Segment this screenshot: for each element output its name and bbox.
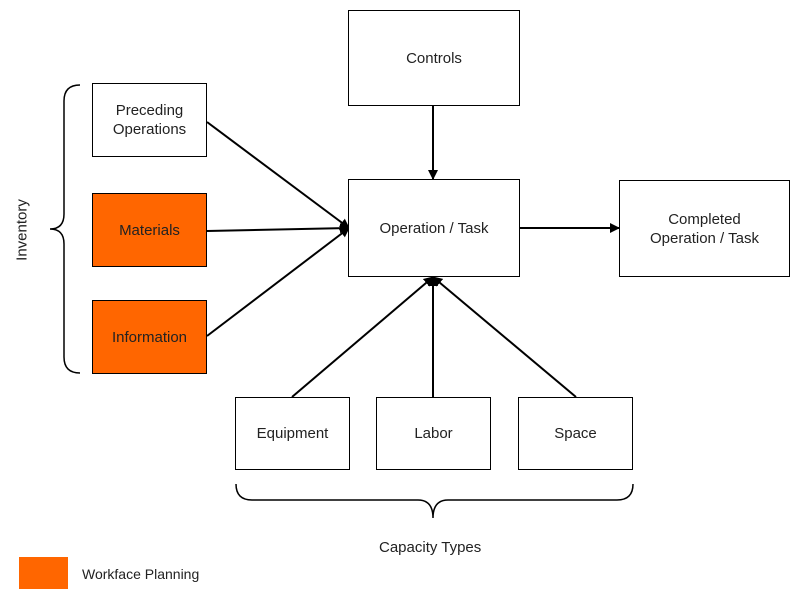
labor-label: Labor (414, 425, 453, 442)
operation-task-label: Operation / Task (379, 219, 489, 237)
legend-swatch-workforce-planning (19, 557, 68, 589)
completed-operation-label: Completed Operation / Task (650, 210, 759, 247)
equipment-box: Equipment (235, 397, 350, 470)
space-box: Space (518, 397, 633, 470)
labor-box: Labor (376, 397, 491, 470)
capacity-brace (235, 483, 634, 519)
equipment-label: Equipment (256, 425, 329, 442)
information-box: Information (92, 300, 207, 374)
arrow-materials-to-operation (206, 223, 350, 234)
arrow-information-to-operation (206, 227, 350, 337)
capacity-types-label: Capacity Types (379, 539, 482, 556)
materials-box: Materials (92, 193, 207, 267)
inventory-brace (49, 84, 81, 374)
controls-box: Controls (348, 10, 520, 106)
space-label: Space (554, 425, 597, 442)
materials-label: Materials (119, 221, 180, 239)
completed-operation-box: Completed Operation / Task (619, 180, 790, 277)
arrow-equipment-to-operation (291, 276, 434, 398)
inventory-group-label: Inventory (13, 199, 31, 261)
arrow-preceding-to-operation (206, 121, 350, 229)
preceding-operations-box: Preceding Operations (92, 83, 207, 157)
legend-workforce-planning-label: Workface Planning (82, 566, 200, 582)
operation-task-box: Operation / Task (348, 179, 520, 277)
controls-label: Controls (406, 49, 462, 67)
information-label: Information (111, 328, 188, 346)
arrow-space-to-operation (432, 276, 577, 398)
preceding-operations-label: Preceding Operations (112, 102, 187, 138)
